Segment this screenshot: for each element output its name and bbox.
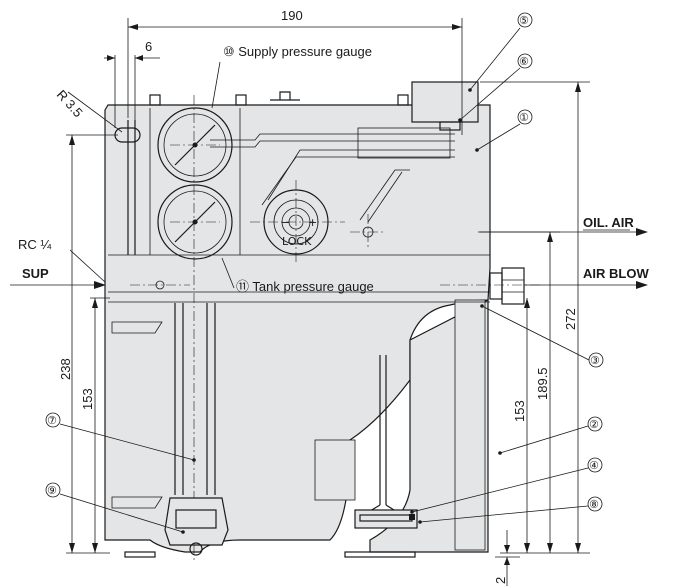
tank-recess	[314, 439, 356, 501]
dim-153-left: 153	[80, 388, 95, 410]
level-window	[454, 299, 486, 551]
sight-tube	[174, 303, 216, 495]
svg-text:+: +	[308, 216, 317, 229]
dim-189-5: 189.5	[535, 367, 550, 400]
drain-valve	[164, 497, 229, 556]
top-screw-3	[397, 94, 409, 106]
label-supply-gauge: ⑩ Supply pressure gauge	[223, 44, 372, 59]
oil-pickup	[354, 355, 418, 529]
dim-r3-5: R 3.5	[54, 87, 86, 120]
decal-upper	[111, 321, 163, 334]
dim-153-right: 153	[512, 400, 527, 422]
callout-3: ③	[590, 354, 600, 367]
label-oil-air: OIL. AIR	[583, 215, 634, 230]
label-rc: RC ¼	[18, 237, 51, 252]
air-blow-fitting	[489, 267, 525, 305]
dim-6: 6	[145, 39, 152, 54]
callout-9: ⑨	[47, 484, 57, 497]
callout-8: ⑧	[589, 498, 599, 511]
unit-body	[104, 104, 491, 553]
callout-4: ④	[589, 459, 599, 472]
svg-text:−: −	[281, 216, 290, 229]
top-screw-2	[235, 94, 247, 106]
callout-1: ①	[519, 111, 529, 124]
internal-piping	[210, 127, 455, 223]
label-air-blow: AIR BLOW	[583, 266, 649, 281]
callout-2: ②	[589, 418, 599, 431]
dim-238: 238	[58, 358, 73, 380]
sup-port	[155, 280, 165, 290]
lock-label: LOCK	[282, 235, 312, 248]
decal-lower	[111, 496, 163, 509]
callout-rings	[45, 12, 604, 512]
foot-left	[124, 551, 156, 558]
dim-190: 190	[281, 8, 303, 23]
label-tank-gauge: ⑪ Tank pressure gauge	[236, 279, 374, 294]
callouts: ① ② ③ ④ ⑤ ⑥ ⑦ ⑧ ⑨	[47, 14, 600, 534]
top-knob	[270, 91, 300, 101]
callout-6: ⑥	[519, 55, 529, 68]
top-screw-1	[149, 94, 161, 106]
dim-2: 2	[493, 577, 508, 584]
foot-right	[344, 551, 416, 558]
label-sup: SUP	[22, 266, 49, 281]
solenoid-box	[411, 81, 479, 123]
callout-7: ⑦	[47, 414, 57, 427]
supply-gauge	[157, 107, 233, 183]
callout-5: ⑤	[519, 14, 529, 27]
dim-272: 272	[563, 308, 578, 330]
